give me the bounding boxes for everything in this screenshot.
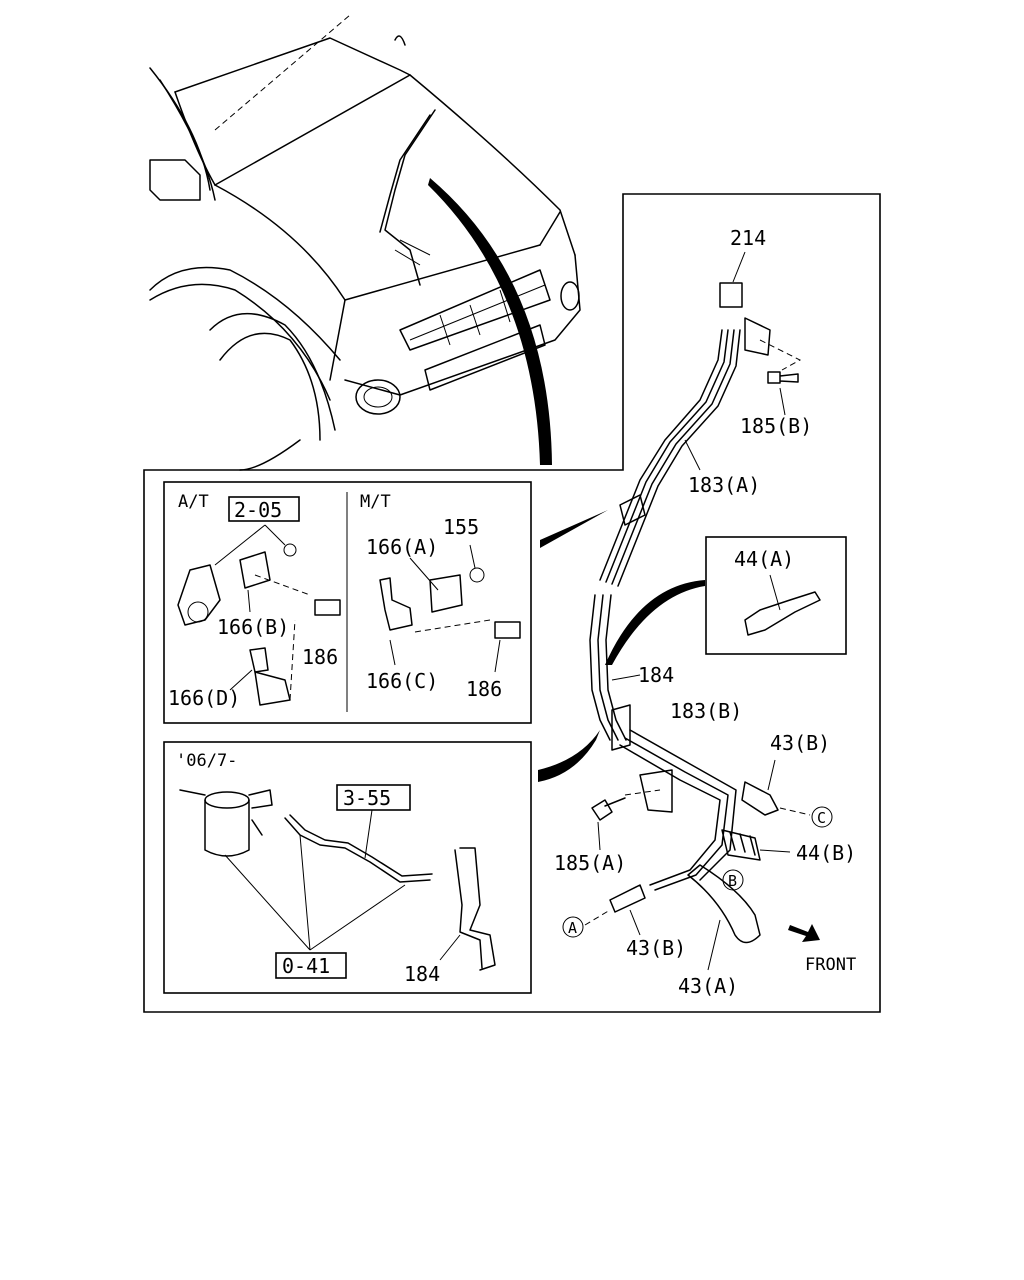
callout-184: 184 xyxy=(638,663,674,687)
fuel-pipe-assembly xyxy=(538,251,820,971)
part-44a-clip xyxy=(744,591,821,636)
callout-labels: 214 185(B) 183(A) 44(A) 184 183(B) 43(B)… xyxy=(554,226,856,998)
connector-a: A xyxy=(568,919,577,937)
ref-box-2-05 xyxy=(228,496,300,522)
ref-2-05: 2-05 xyxy=(234,498,282,522)
callout-185b: 185(B) xyxy=(740,414,812,438)
ref-box-3-55 xyxy=(336,784,411,811)
main-frame xyxy=(143,193,881,1013)
callout-43b-bottom: 43(B) xyxy=(626,936,686,960)
callout-155: 155 xyxy=(443,515,479,539)
ref-0-41: 0-41 xyxy=(282,954,330,978)
callout-166c: 166(C) xyxy=(366,669,438,693)
front-label: FRONT xyxy=(805,955,856,975)
callout-183a: 183(A) xyxy=(688,473,760,497)
inset-44a xyxy=(705,536,847,655)
callout-166b: 166(B) xyxy=(217,615,289,639)
callout-184-canister: 184 xyxy=(404,962,440,986)
callout-43a: 43(A) xyxy=(678,974,738,998)
callout-43b-top: 43(B) xyxy=(770,731,830,755)
connector-c: C xyxy=(817,809,826,827)
callout-186-at: 186 xyxy=(302,645,338,669)
callout-44a: 44(A) xyxy=(734,547,794,571)
inset-canister xyxy=(163,741,532,994)
part-214-clip xyxy=(719,282,743,308)
date-label: '06/7- xyxy=(176,751,237,771)
mt-label: M/T xyxy=(360,492,391,512)
callout-186-mt: 186 xyxy=(466,677,502,701)
callout-185a: 185(A) xyxy=(554,851,626,875)
canister-labels: '06/7- 3-55 0-41 184 xyxy=(176,751,440,986)
callout-166a: 166(A) xyxy=(366,535,438,559)
vehicle-front-drawing xyxy=(149,14,581,471)
connector-markers: A B C xyxy=(562,806,833,938)
ref-3-55: 3-55 xyxy=(343,786,391,810)
callout-214: 214 xyxy=(730,226,766,250)
transmission-parts xyxy=(177,524,521,706)
at-label: A/T xyxy=(178,492,209,512)
callout-166d: 166(D) xyxy=(168,686,240,710)
callout-183b: 183(B) xyxy=(670,699,742,723)
inset-transmission xyxy=(163,481,532,724)
connector-b: B xyxy=(728,872,737,890)
canister-parts xyxy=(179,789,496,971)
callout-44b: 44(B) xyxy=(796,841,856,865)
ref-box-0-41 xyxy=(275,952,347,979)
transmission-labels: A/T M/T 2-05 166(A) 155 166(B) 186 166(C… xyxy=(168,492,502,710)
